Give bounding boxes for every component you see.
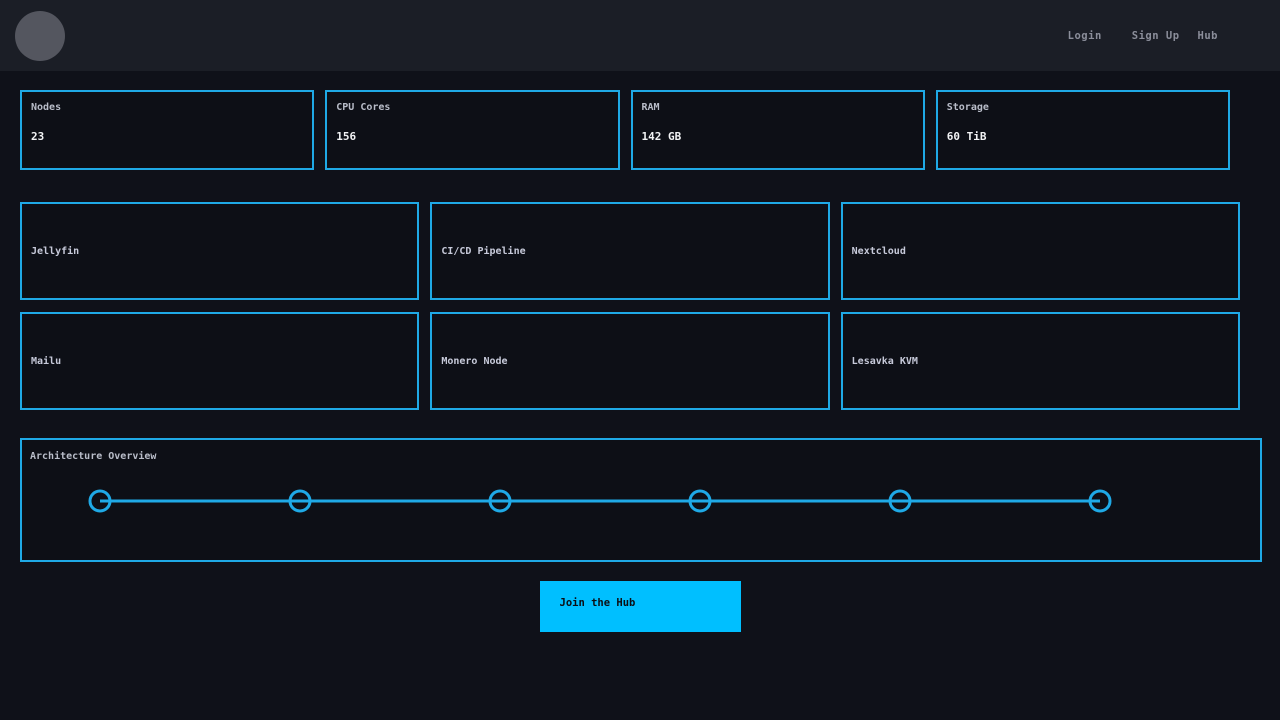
main-content: Nodes 23 CPU Cores 156 RAM 142 GB Storag…: [0, 90, 1280, 632]
stat-value: 60 TiB: [946, 130, 987, 143]
stat-label: Storage: [946, 102, 989, 113]
nav-link-sign-up[interactable]: Sign Up: [1131, 29, 1180, 42]
stat-value: 23: [31, 130, 45, 143]
stat-label: Nodes: [31, 102, 62, 113]
service-name: Monero Node: [441, 355, 508, 367]
architecture-node: [88, 489, 112, 513]
stat-value: 142 GB: [641, 130, 682, 143]
services-grid: Jellyfin CI/CD Pipeline Nextcloud Mailu …: [20, 202, 1240, 410]
service-card-monero-node[interactable]: Monero Node: [430, 312, 830, 410]
service-card-jellyfin[interactable]: Jellyfin: [20, 202, 420, 300]
service-name: Nextcloud: [851, 245, 906, 257]
service-card-mailu[interactable]: Mailu: [20, 312, 420, 410]
nav-link-hub[interactable]: Hub: [1197, 29, 1218, 42]
stat-label: CPU Cores: [336, 102, 391, 113]
stat-card-cpu-cores: CPU Cores 156: [325, 90, 620, 170]
service-name: Jellyfin: [31, 245, 80, 257]
service-card-nextcloud[interactable]: Nextcloud: [840, 202, 1240, 300]
architecture-node: [688, 489, 712, 513]
avatar[interactable]: [15, 10, 65, 61]
service-card-cicd-pipeline[interactable]: CI/CD Pipeline: [430, 202, 830, 300]
architecture-overview-card: Architecture Overview: [20, 438, 1262, 562]
architecture-diagram: [88, 489, 1112, 513]
architecture-node: [488, 489, 512, 513]
service-name: Lesavka KVM: [851, 355, 918, 367]
service-name: CI/CD Pipeline: [441, 245, 526, 257]
service-name: Mailu: [31, 355, 62, 367]
nav-link-login[interactable]: Login: [1067, 29, 1102, 42]
stat-card-storage: Storage 60 TiB: [935, 90, 1230, 170]
architecture-node: [288, 489, 312, 513]
join-hub-button[interactable]: Join the Hub: [539, 581, 741, 632]
stat-card-nodes: Nodes 23: [20, 90, 315, 170]
stats-row: Nodes 23 CPU Cores 156 RAM 142 GB Storag…: [20, 90, 1230, 170]
nav-links: Login Sign Up Hub: [1068, 30, 1218, 42]
top-navbar: Login Sign Up Hub: [0, 0, 1280, 71]
stat-card-ram: RAM 142 GB: [630, 90, 925, 170]
architecture-node: [1088, 489, 1112, 513]
stat-value: 156: [336, 130, 357, 143]
stat-label: RAM: [641, 102, 660, 113]
architecture-node: [888, 489, 912, 513]
service-card-lesavka-kvm[interactable]: Lesavka KVM: [840, 312, 1240, 410]
architecture-title: Architecture Overview: [30, 451, 157, 462]
